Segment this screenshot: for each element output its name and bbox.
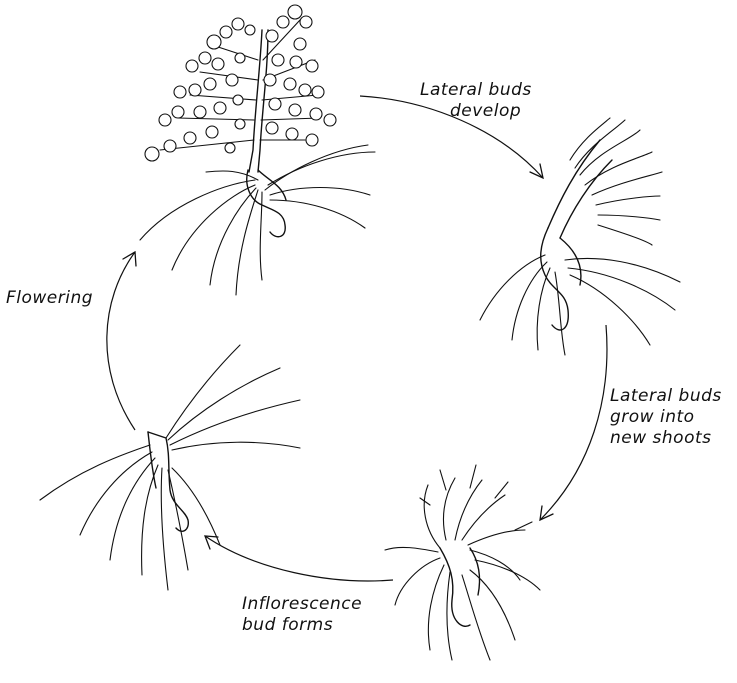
label-lateral-buds-grow: Lateral buds grow into new shoots bbox=[610, 386, 722, 449]
arrow-lateral-buds-grow bbox=[540, 325, 607, 520]
label-line: Lateral buds bbox=[610, 386, 722, 407]
label-flowering: Flowering bbox=[6, 288, 93, 309]
label-inflorescence-bud-forms: Inflorescence bud forms bbox=[242, 594, 362, 636]
label-line: grow into bbox=[610, 407, 722, 428]
label-line: new shoots bbox=[610, 428, 722, 449]
label-line: Lateral buds bbox=[420, 80, 532, 101]
new-shoots-growing bbox=[385, 465, 540, 660]
flowering-plant bbox=[140, 5, 375, 295]
label-line: develop bbox=[420, 101, 532, 122]
label-line: bud forms bbox=[242, 615, 362, 636]
lateral-buds-developing bbox=[480, 118, 680, 355]
inflorescence-bud-plant bbox=[40, 345, 300, 590]
label-line: Flowering bbox=[6, 288, 93, 309]
label-lateral-buds-develop: Lateral buds develop bbox=[420, 80, 532, 122]
arrow-flowering bbox=[107, 252, 135, 430]
arrow-inflorescence-bud-forms bbox=[205, 536, 393, 581]
label-line: Inflorescence bbox=[242, 594, 362, 615]
cycle-arrows bbox=[107, 96, 607, 581]
